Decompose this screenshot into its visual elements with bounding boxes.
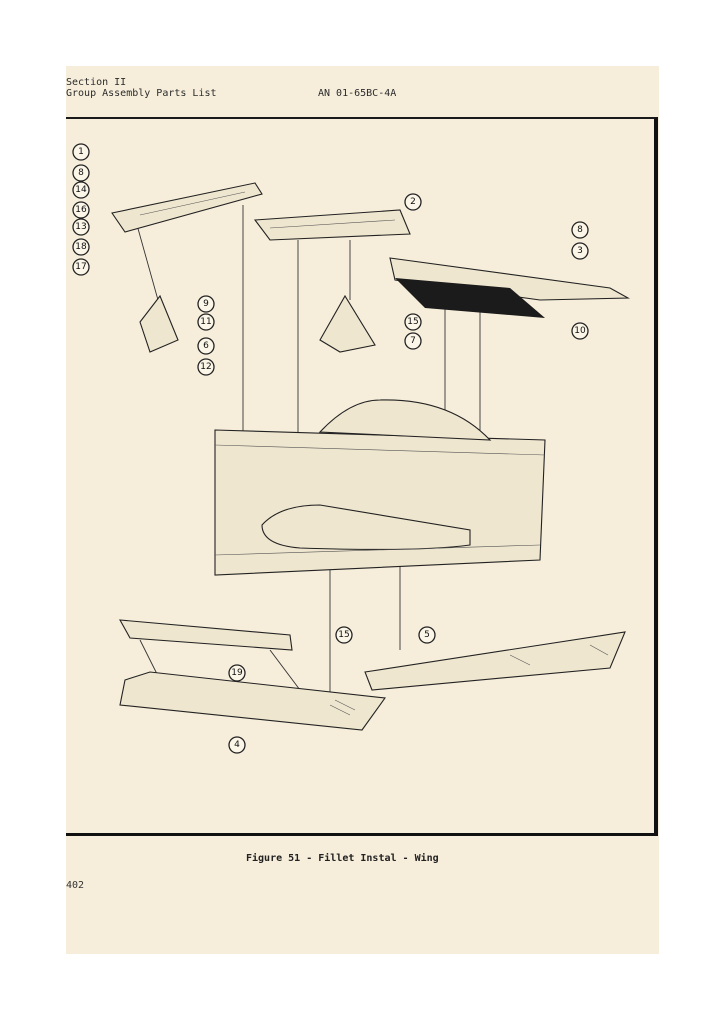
callout-18: 18	[72, 238, 90, 256]
callout-4: 4	[228, 736, 246, 754]
svg-text:18: 18	[75, 242, 87, 252]
part-3-fillet-strip	[389, 257, 631, 301]
svg-text:15: 15	[338, 630, 349, 640]
section-subtitle: Group Assembly Parts List	[66, 88, 217, 99]
svg-text:2: 2	[410, 197, 416, 207]
lower-fillet-strip	[119, 619, 293, 651]
part-10-panel	[395, 278, 545, 318]
callout-5: 5	[418, 626, 436, 644]
callout-19: 19	[228, 664, 246, 682]
svg-text:13: 13	[75, 222, 86, 232]
svg-text:6: 6	[203, 341, 209, 351]
callout-13: 13	[72, 218, 90, 236]
svg-text:17: 17	[75, 262, 86, 272]
svg-text:14: 14	[75, 185, 87, 195]
callout-11: 11	[197, 313, 215, 331]
svg-text:15: 15	[407, 317, 418, 327]
svg-text:10: 10	[574, 326, 586, 336]
callout-8a: 8	[72, 164, 90, 182]
svg-text:19: 19	[231, 668, 243, 678]
svg-text:12: 12	[200, 362, 211, 372]
callout-1: 1	[72, 143, 90, 161]
callout-2: 2	[404, 193, 422, 211]
part-2-fillet-strip	[253, 209, 411, 241]
part-5-fillet-panel	[364, 631, 626, 691]
callout-8b: 8	[571, 221, 589, 239]
svg-text:11: 11	[200, 317, 211, 327]
callout-16: 16	[72, 201, 90, 219]
callout-6: 6	[197, 337, 215, 355]
callout-15b: 15	[335, 626, 353, 644]
svg-text:9: 9	[203, 299, 209, 309]
svg-text:8: 8	[78, 168, 84, 178]
callout-12: 12	[197, 358, 215, 376]
svg-text:16: 16	[75, 205, 87, 215]
callout-17: 17	[72, 258, 90, 276]
svg-text:7: 7	[410, 336, 416, 346]
part-1-fillet-strip	[111, 182, 263, 233]
svg-text:5: 5	[424, 630, 430, 640]
document-number: AN 01-65BC-4A	[318, 88, 397, 99]
callout-3: 3	[571, 242, 589, 260]
callout-14: 14	[72, 181, 90, 199]
svg-text:4: 4	[234, 740, 240, 750]
figure-caption: Figure 51 - Fillet Instal - Wing	[246, 853, 439, 864]
part-4-fillet-panel	[119, 671, 386, 731]
fuselage-section	[214, 399, 546, 576]
part-6-bracket	[139, 294, 179, 353]
page-number: 402	[66, 880, 85, 891]
svg-text:8: 8	[577, 225, 583, 235]
svg-text:1: 1	[78, 147, 84, 157]
callout-7: 7	[404, 332, 422, 350]
figure-frame	[66, 117, 658, 836]
part-7-bracket	[319, 294, 376, 353]
section-heading: Section II	[66, 77, 127, 88]
callout-10: 10	[571, 322, 589, 340]
callout-15a: 15	[404, 313, 422, 331]
callout-9: 9	[197, 295, 215, 313]
svg-text:3: 3	[577, 246, 583, 256]
